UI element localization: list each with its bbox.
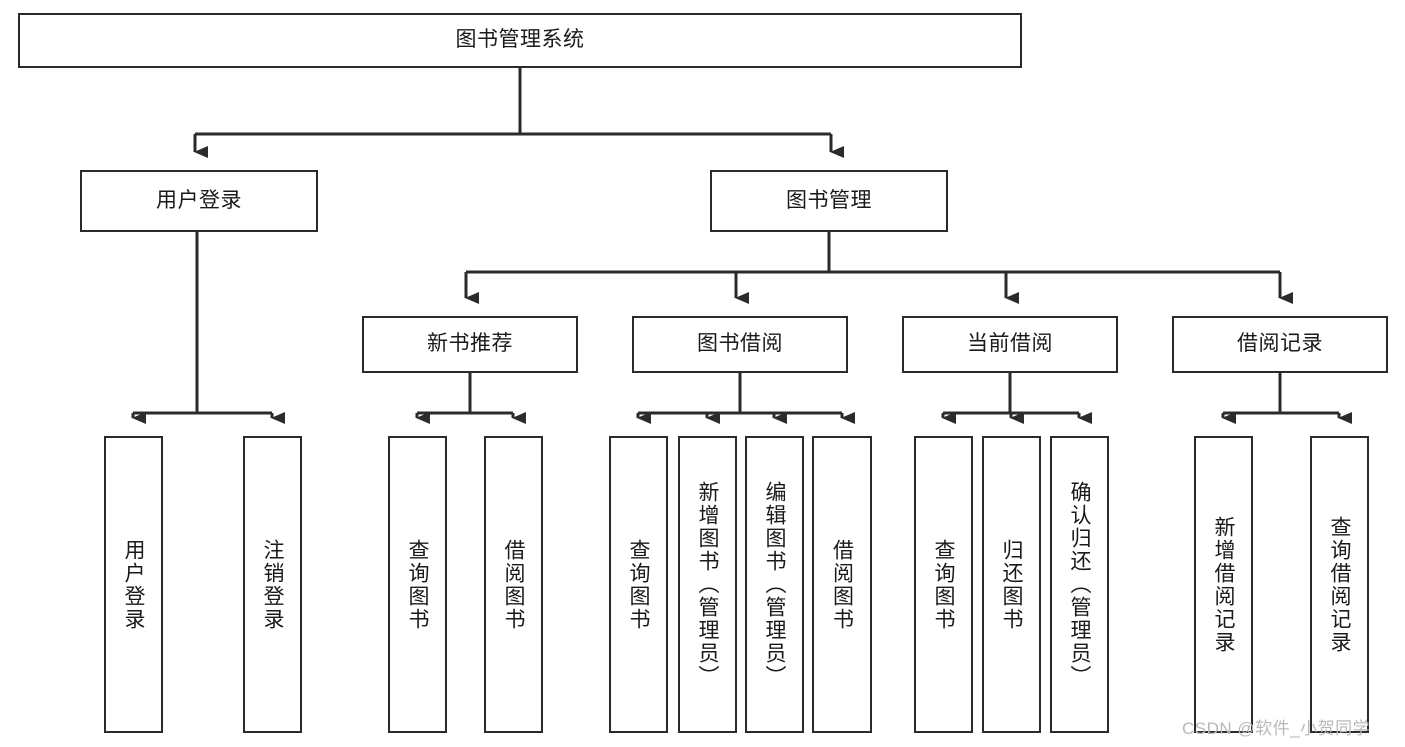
node-leaf-add-book[interactable]: 新增图书（管理员） <box>678 436 737 733</box>
node-book-borrow[interactable]: 图书借阅 <box>632 316 848 373</box>
node-book-borrow-label: 图书借阅 <box>697 332 783 356</box>
node-current-borrow[interactable]: 当前借阅 <box>902 316 1118 373</box>
node-book-manage-label: 图书管理 <box>786 188 872 212</box>
node-user-login-label: 用户登录 <box>156 188 242 212</box>
node-current-borrow-label: 当前借阅 <box>967 332 1053 356</box>
node-leaf-query-book-1-label: 查询图书 <box>406 538 429 631</box>
node-root-label: 图书管理系统 <box>455 28 585 52</box>
node-leaf-user-login-label: 用户登录 <box>122 538 145 631</box>
node-leaf-return-book-label: 归还图书 <box>1000 538 1023 631</box>
node-book-manage[interactable]: 图书管理 <box>710 170 948 232</box>
node-leaf-return-book[interactable]: 归还图书 <box>982 436 1041 733</box>
node-leaf-logout-label: 注销登录 <box>261 538 284 631</box>
node-borrow-record-label: 借阅记录 <box>1237 332 1323 356</box>
node-leaf-query-book-2[interactable]: 查询图书 <box>609 436 668 733</box>
node-leaf-query-book-1[interactable]: 查询图书 <box>388 436 447 733</box>
node-leaf-add-record[interactable]: 新增借阅记录 <box>1194 436 1253 733</box>
node-borrow-record[interactable]: 借阅记录 <box>1172 316 1388 373</box>
node-leaf-confirm-return-label: 确认归还（管理员） <box>1068 481 1091 688</box>
node-leaf-borrow-book-2[interactable]: 借阅图书 <box>812 436 872 733</box>
node-leaf-add-book-label: 新增图书（管理员） <box>696 481 719 688</box>
node-leaf-user-login[interactable]: 用户登录 <box>104 436 163 733</box>
node-leaf-query-record[interactable]: 查询借阅记录 <box>1310 436 1369 733</box>
node-leaf-add-record-label: 新增借阅记录 <box>1212 515 1235 654</box>
node-leaf-edit-book-label: 编辑图书（管理员） <box>763 481 786 688</box>
node-leaf-borrow-book-1-label: 借阅图书 <box>502 538 525 631</box>
node-user-login[interactable]: 用户登录 <box>80 170 318 232</box>
node-new-book-rec[interactable]: 新书推荐 <box>362 316 578 373</box>
node-root[interactable]: 图书管理系统 <box>18 13 1022 68</box>
node-leaf-confirm-return[interactable]: 确认归还（管理员） <box>1050 436 1109 733</box>
node-leaf-query-book-2-label: 查询图书 <box>627 538 650 631</box>
node-leaf-query-book-3[interactable]: 查询图书 <box>914 436 973 733</box>
node-leaf-edit-book[interactable]: 编辑图书（管理员） <box>745 436 804 733</box>
csdn-watermark: CSDN @软件_小贺同学 <box>1182 719 1371 738</box>
node-leaf-query-book-3-label: 查询图书 <box>932 538 955 631</box>
node-leaf-logout[interactable]: 注销登录 <box>243 436 302 733</box>
node-leaf-borrow-book-1[interactable]: 借阅图书 <box>484 436 543 733</box>
node-new-book-rec-label: 新书推荐 <box>427 332 513 356</box>
node-leaf-query-record-label: 查询借阅记录 <box>1328 515 1351 654</box>
node-leaf-borrow-book-2-label: 借阅图书 <box>830 538 854 631</box>
